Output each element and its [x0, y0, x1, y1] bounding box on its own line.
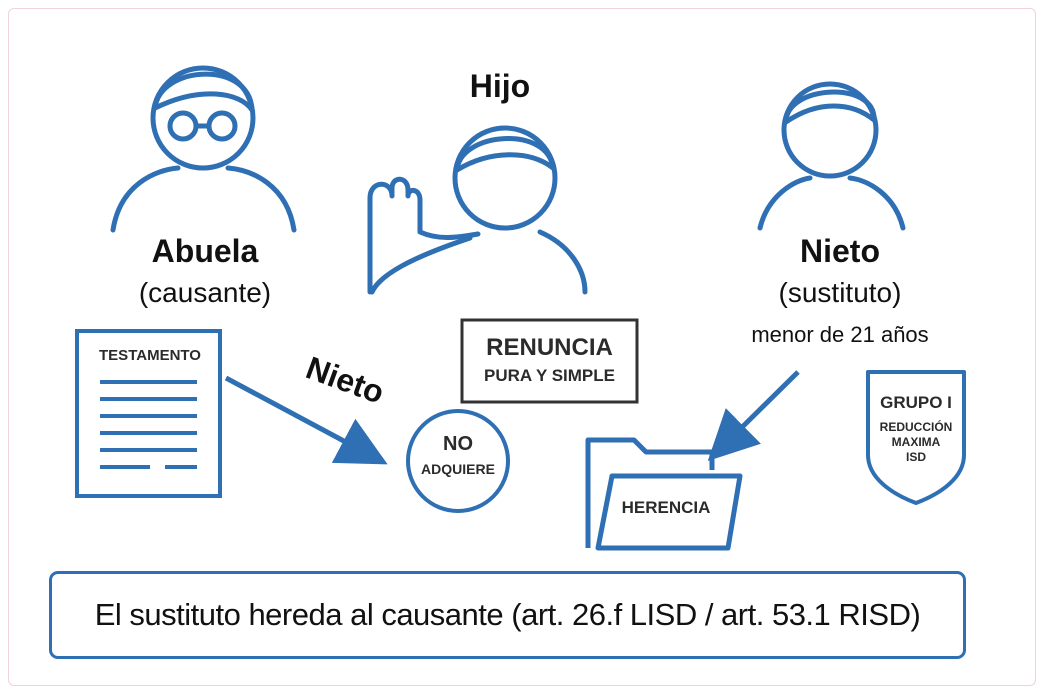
renuncia-line1: RENUNCIA — [486, 334, 613, 361]
footer-text: El sustituto hereda al causante (art. 26… — [94, 597, 921, 632]
abuela-name: Abuela — [151, 233, 259, 269]
grupo-line2: REDUCCIÓN — [879, 420, 953, 434]
nieto-role: (sustituto) — [778, 277, 902, 308]
testamento-label: TESTAMENTO — [99, 347, 201, 364]
no-adquiere-line1: NO — [443, 433, 473, 455]
arrow-to-no-adquiere — [224, 375, 388, 465]
abuela-role: (causante) — [138, 277, 272, 308]
footer-box: El sustituto hereda al causante (art. 26… — [49, 571, 966, 659]
no-adquiere-line2: ADQUIERE — [421, 461, 495, 477]
grandson-icon — [757, 81, 906, 231]
grupo-line1: GRUPO I — [880, 393, 952, 412]
son-raising-hand-icon — [367, 125, 588, 295]
document-icon — [75, 329, 222, 498]
renuncia-line2: PURA Y SIMPLE — [484, 366, 615, 385]
hijo-name: Hijo — [469, 68, 531, 104]
grupo-line4: ISD — [905, 450, 926, 464]
renuncia-box — [460, 318, 639, 404]
grupo-line3: MAXIMA — [891, 435, 941, 449]
nieto-note: menor de 21 años — [751, 322, 929, 347]
herencia-label: HERENCIA — [621, 498, 711, 517]
shield-icon — [866, 370, 966, 505]
no-adquiere-circle — [406, 409, 510, 513]
nieto-name: Nieto — [800, 233, 880, 269]
arrow-to-herencia — [707, 370, 800, 462]
folder-icon — [585, 437, 743, 551]
diagram-frame — [8, 8, 1036, 686]
grandmother-glasses-icon — [110, 65, 297, 233]
